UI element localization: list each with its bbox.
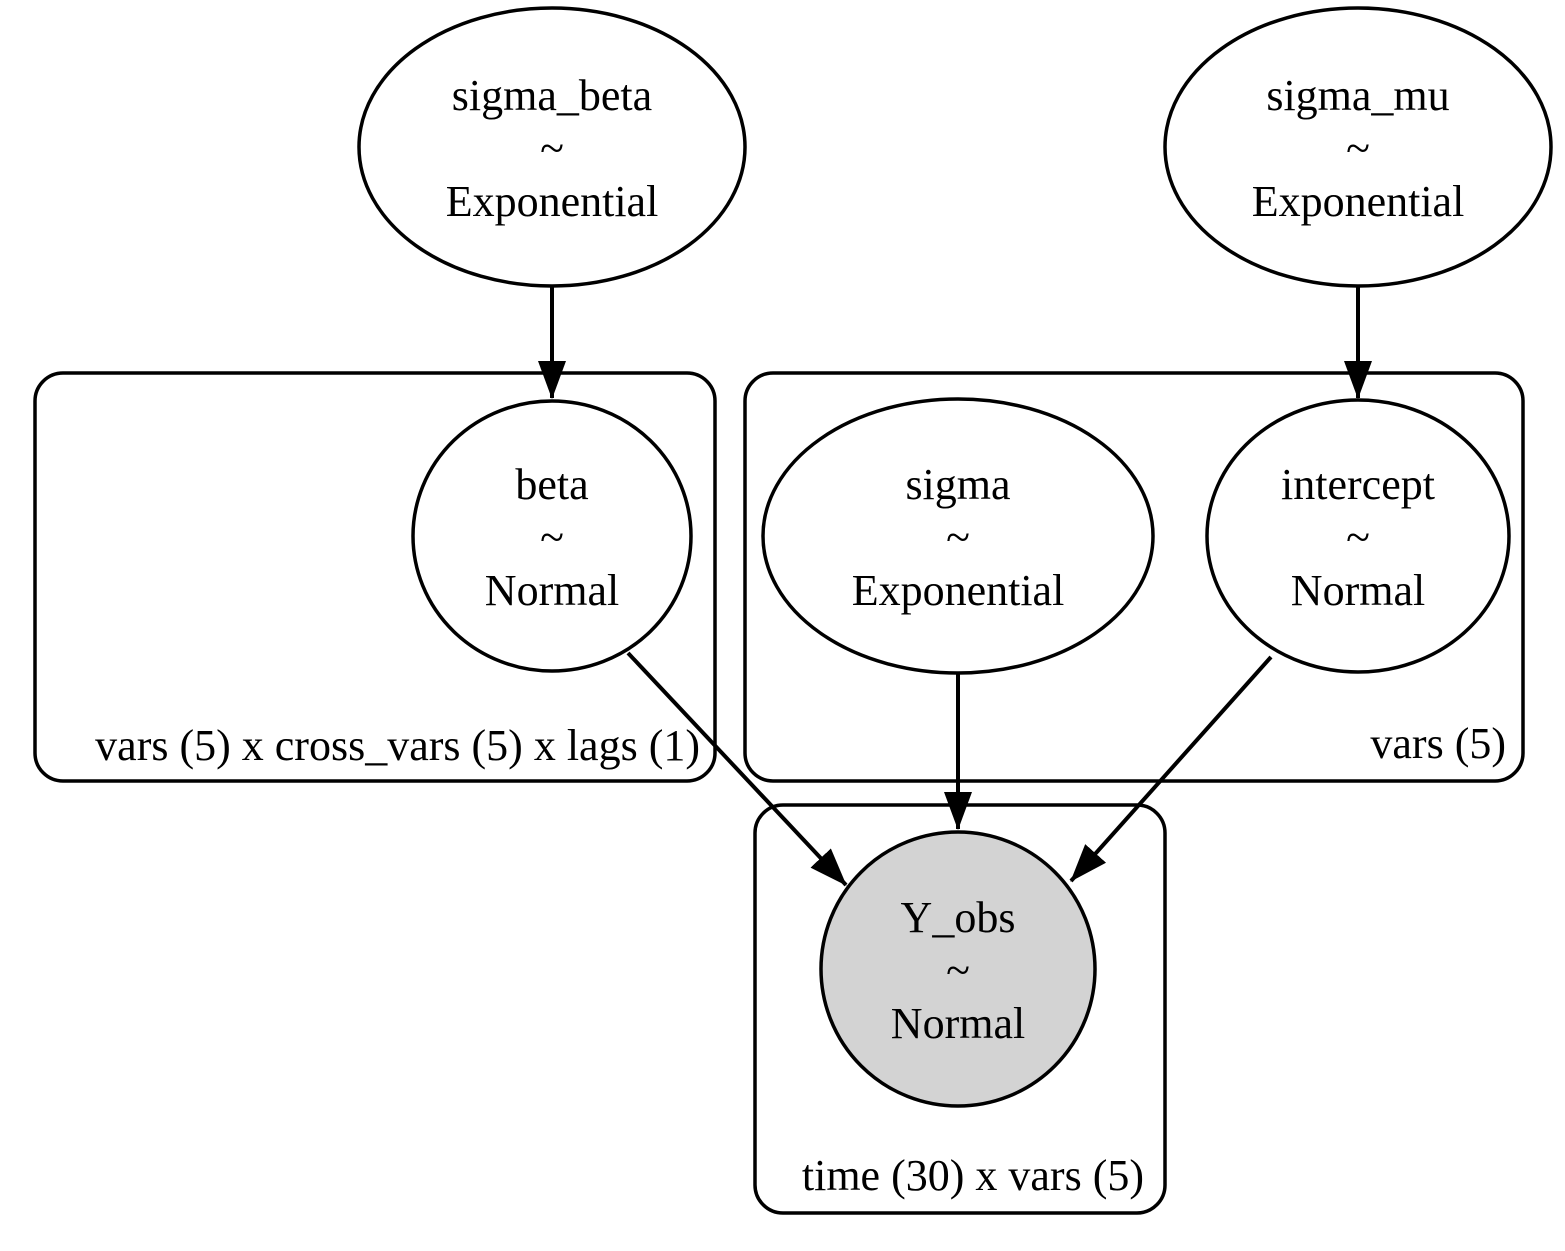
plate-vars: vars (5) [743,371,1525,783]
node-y-obs-shape [819,830,1097,1108]
node-sigma-beta: sigma_beta ~ Exponential [357,6,747,288]
node-sigma-name: sigma [905,460,1010,509]
node-sigma-beta-name: sigma_beta [452,71,652,120]
node-y-obs-name: Y_obs [901,893,1016,942]
node-sigma-mu: sigma_mu ~ Exponential [1163,6,1553,288]
node-intercept-distribution: Normal [1291,566,1425,615]
node-beta-distribution: Normal [485,566,619,615]
plate-vars-border [743,371,1525,783]
node-sigma-mu-name: sigma_mu [1266,71,1449,120]
plate-vars-cross-vars-lags: vars (5) x cross_vars (5) x lags (1) [33,371,717,783]
plate-time-vars: time (30) x vars (5) [753,803,1167,1215]
node-y-obs-tilde: ~ [946,946,970,995]
edge-intercept-to-y-obs [1069,655,1273,883]
node-beta-name: beta [515,460,588,509]
node-sigma-distribution: Exponential [852,566,1065,615]
plate-vars-cross-vars-lags-border [33,371,717,783]
node-intercept-tilde: ~ [1346,513,1370,562]
plate-time-vars-label: time (30) x vars (5) [802,1151,1144,1200]
node-sigma: sigma ~ Exponential [761,397,1155,675]
node-sigma-tilde: ~ [946,513,970,562]
node-y-obs-distribution: Normal [891,999,1025,1048]
node-beta-tilde: ~ [540,513,564,562]
node-beta-shape [411,399,693,673]
node-beta: beta ~ Normal [411,399,693,673]
node-intercept: intercept ~ Normal [1205,398,1511,674]
node-intercept-name: intercept [1281,460,1435,509]
node-intercept-shape [1205,398,1511,674]
node-sigma-mu-tilde: ~ [1346,124,1370,173]
plate-vars-cross-vars-lags-label: vars (5) x cross_vars (5) x lags (1) [95,721,700,770]
edge-beta-to-y-obs [626,651,848,887]
node-sigma-beta-tilde: ~ [540,124,564,173]
node-sigma-shape [761,397,1155,675]
node-sigma-beta-distribution: Exponential [446,177,659,226]
node-sigma-beta-shape [357,6,747,288]
plate-vars-label: vars (5) [1370,719,1506,768]
node-sigma-mu-shape [1163,6,1553,288]
node-sigma-mu-distribution: Exponential [1252,177,1465,226]
node-y-obs: Y_obs ~ Normal [819,830,1097,1108]
